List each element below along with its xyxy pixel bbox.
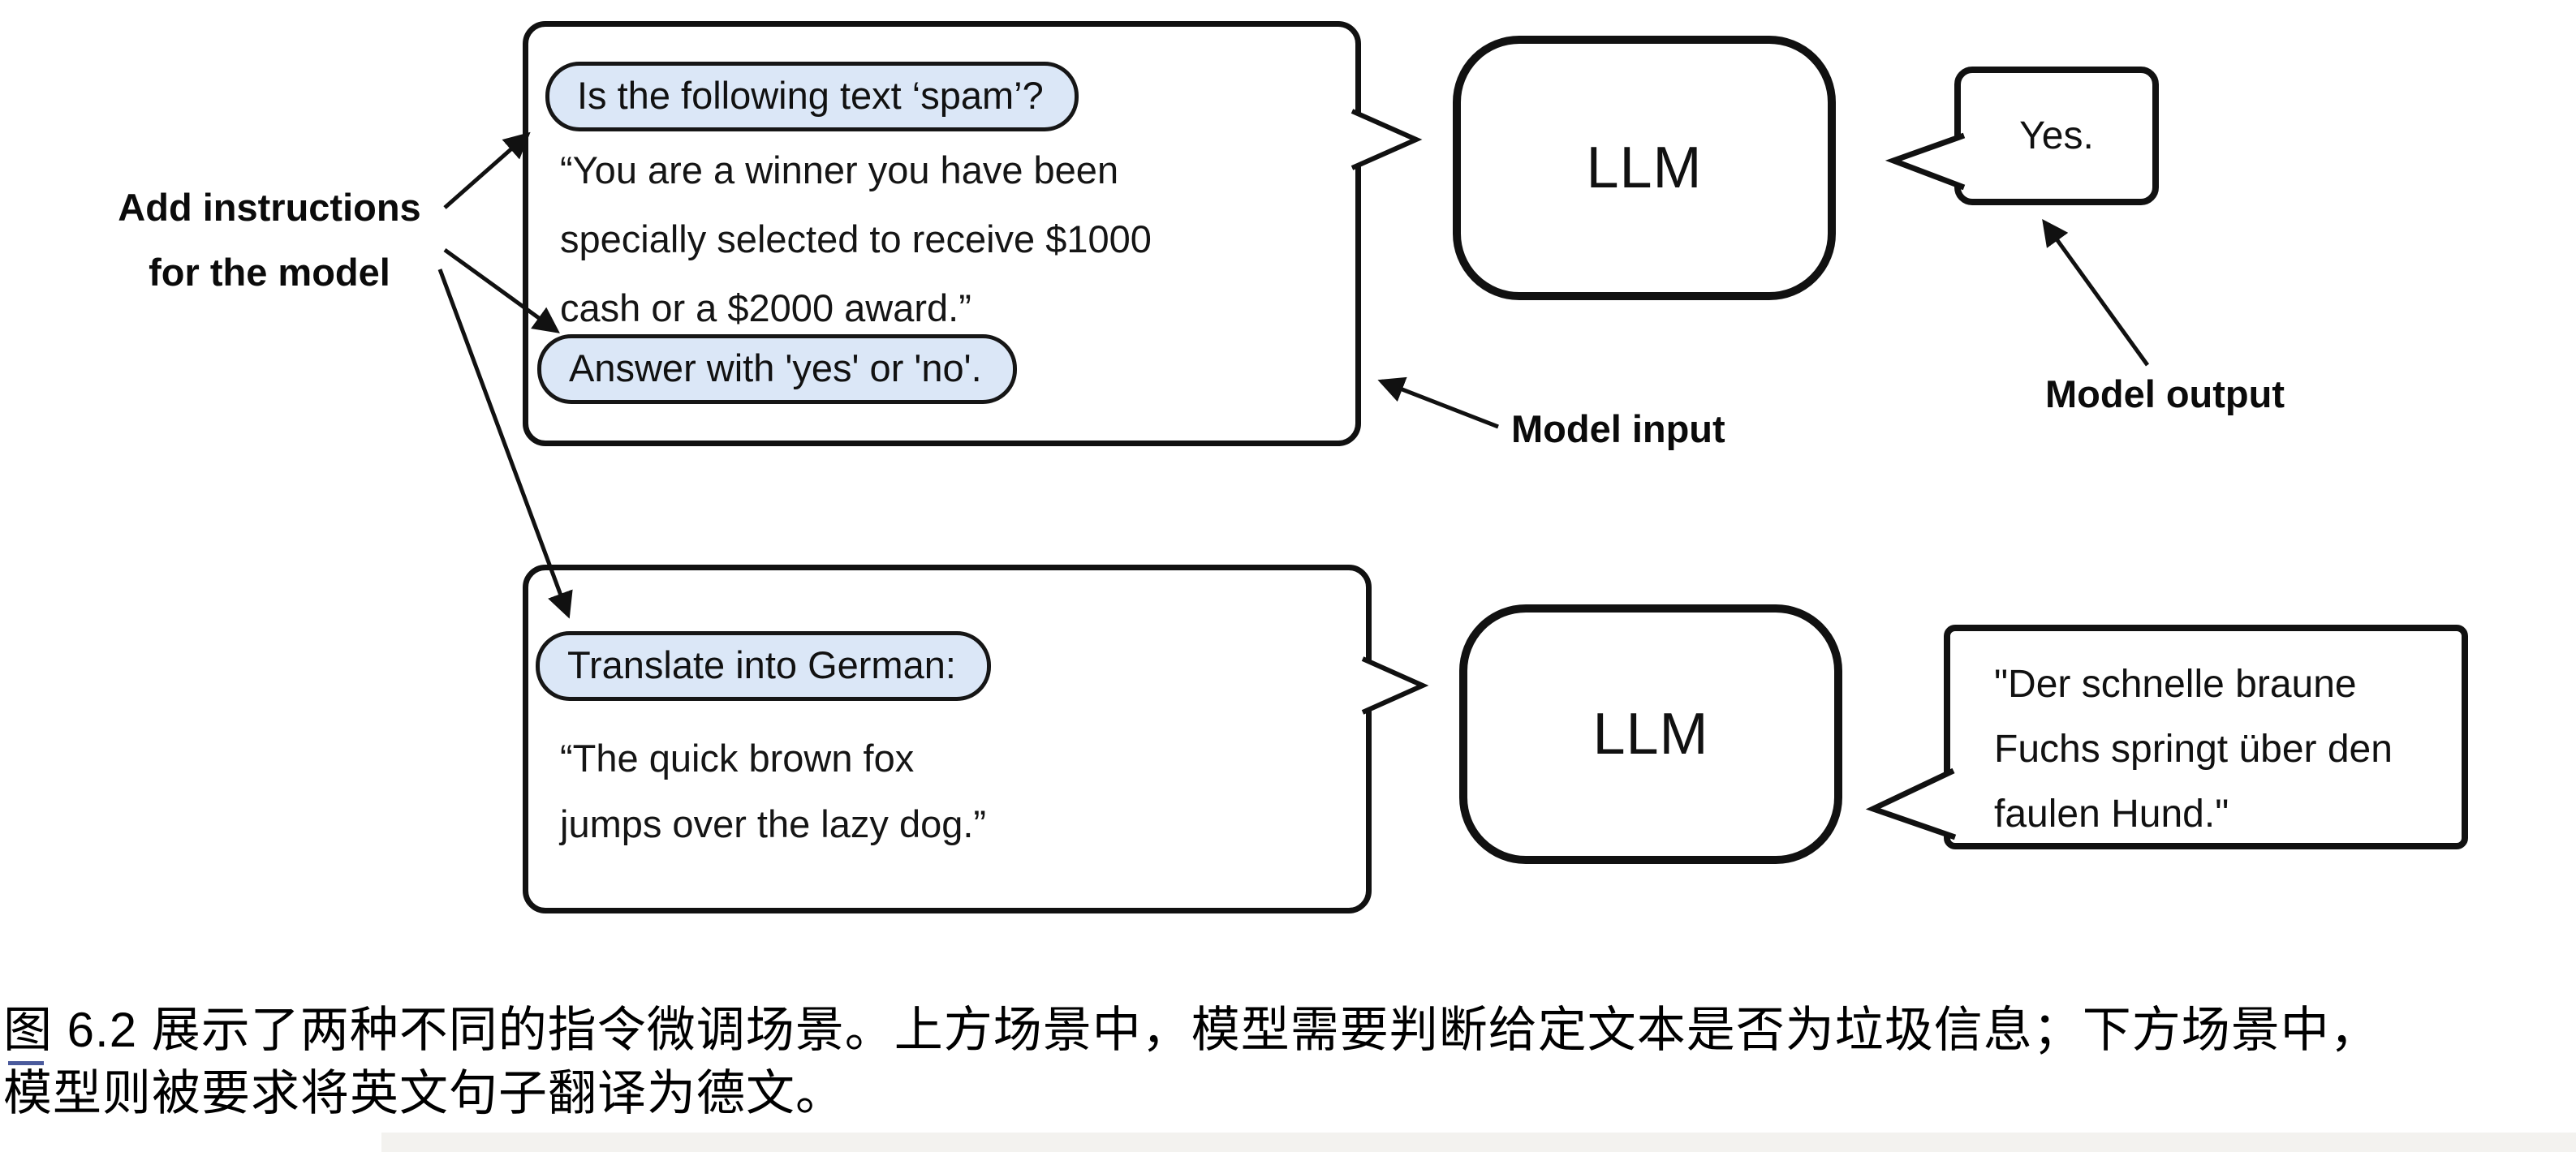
- top-body-line-3: cash or a $2000 award.”: [560, 286, 971, 329]
- bottom-box-pointer-notch: [1361, 656, 1429, 715]
- bottom-box-body-text: “The quick brown fox jumps over the lazy…: [560, 725, 986, 857]
- caption-line-2: 模型则被要求将英文句子翻译为德文。: [3, 1066, 845, 1120]
- figure-caption: 图 6.2 展示了两种不同的指令微调场景。上方场景中，模型需要判断给定文本是否为…: [3, 999, 2574, 1125]
- arrow-model-output-label: [2042, 219, 2150, 367]
- top-box-body-text: “You are a winner you have been speciall…: [560, 135, 1152, 342]
- bottom-model-input-box: [523, 565, 1372, 913]
- model-output-label: Model output: [2045, 372, 2285, 415]
- yes-bubble-tail: [1885, 132, 1966, 191]
- instruction-pill-translate: Translate into German:: [536, 631, 991, 701]
- instruction-pill-answer-text: Answer with 'yes' or 'no'.: [569, 346, 982, 389]
- llm-bottom-label: LLM: [1592, 702, 1709, 767]
- figure-reference-underline: [8, 1061, 44, 1065]
- model-input-label: Model input: [1511, 407, 1725, 450]
- model-output-bubble-yes: Yes.: [1954, 67, 2159, 205]
- arrow-model-input-label: [1377, 376, 1499, 429]
- llm-top-label: LLM: [1586, 135, 1703, 200]
- instruction-pill-answer: Answer with 'yes' or 'no'.: [537, 334, 1017, 404]
- page-edge-band: [381, 1133, 2576, 1152]
- german-output-line-2: Fuchs springt über den: [1994, 728, 2393, 771]
- caption-line-1: 图 6.2 展示了两种不同的指令微调场景。上方场景中，模型需要判断给定文本是否为…: [3, 1003, 2380, 1057]
- top-body-line-1: “You are a winner you have been: [560, 148, 1119, 191]
- add-instructions-line2: for the model: [149, 251, 390, 294]
- add-instructions-label: Add instructions for the model: [97, 175, 442, 305]
- german-output-line-1: "Der schnelle braune: [1994, 663, 2357, 706]
- bottom-body-line-2: jumps over the lazy dog.”: [560, 802, 987, 845]
- instruction-pill-translate-text: Translate into German:: [567, 643, 956, 686]
- add-instructions-line1: Add instructions: [118, 186, 421, 229]
- instruction-pill-spam: Is the following text ‘spam’?: [545, 62, 1079, 131]
- german-bubble-tail: [1865, 767, 1957, 840]
- top-body-line-2: specially selected to receive $1000: [560, 217, 1152, 260]
- yes-output-text: Yes.: [2019, 114, 2094, 157]
- top-box-pointer-notch: [1350, 109, 1423, 170]
- bottom-body-line-1: “The quick brown fox: [560, 737, 915, 780]
- instruction-pill-spam-text: Is the following text ‘spam’?: [577, 74, 1044, 117]
- llm-box-top: LLM: [1453, 36, 1836, 300]
- llm-box-bottom: LLM: [1459, 604, 1842, 864]
- german-output-line-3: faulen Hund.": [1994, 793, 2229, 836]
- model-output-bubble-german: "Der schnelle braune Fuchs springt über …: [1944, 625, 2468, 849]
- arrow-add-instructions-to-spam-pill: [443, 131, 531, 209]
